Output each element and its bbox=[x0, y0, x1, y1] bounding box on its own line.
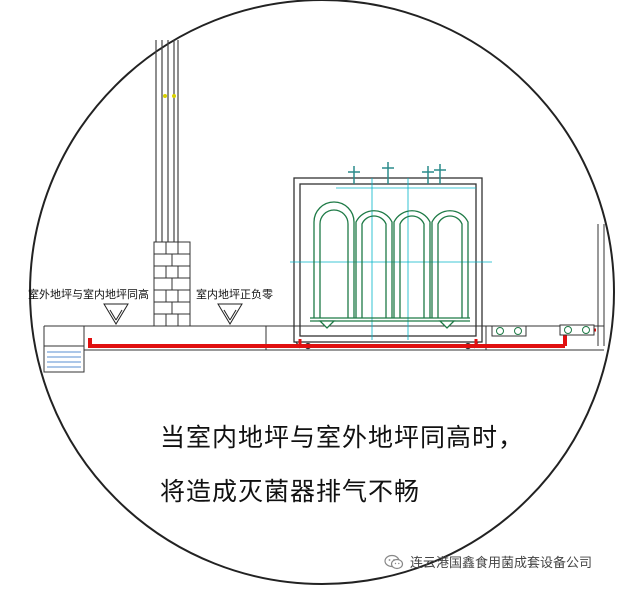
wechat-icon bbox=[384, 554, 404, 569]
level-marker-indoor bbox=[217, 303, 243, 325]
label-outdoor-level: 室外地坪与室内地坪同高 bbox=[28, 288, 149, 301]
label-indoor-level: 室内地坪正负零 bbox=[196, 288, 273, 301]
level-marker-outdoor bbox=[103, 303, 129, 325]
pipe-fitting-left bbox=[491, 325, 527, 337]
brick-wall bbox=[153, 241, 191, 327]
caption-line-1: 当室内地坪与室外地坪同高时， bbox=[160, 423, 525, 452]
watermark: 连云港国鑫食用菌成套设备公司 bbox=[384, 552, 592, 571]
water-tank bbox=[43, 345, 85, 373]
guide-lines bbox=[290, 178, 492, 340]
exhaust-pipes bbox=[155, 40, 179, 242]
top-valves bbox=[348, 162, 446, 184]
right-wall bbox=[597, 224, 605, 346]
pipe-fitting-right bbox=[559, 324, 595, 336]
caption-line-2: 将造成灭菌器排气不畅 bbox=[160, 477, 421, 506]
watermark-text: 连云港国鑫食用菌成套设备公司 bbox=[410, 556, 593, 571]
steam-drums bbox=[310, 201, 470, 329]
circular-frame bbox=[29, 0, 615, 585]
